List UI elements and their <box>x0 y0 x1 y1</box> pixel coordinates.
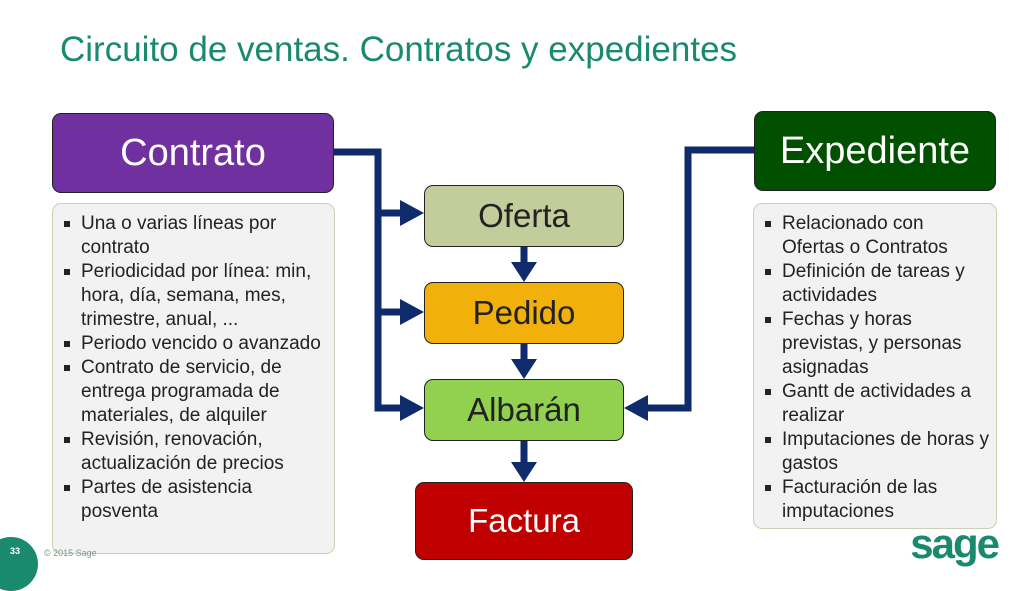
list-item: Periodo vencido o avanzado <box>61 332 328 356</box>
sage-logo: sage <box>910 520 1000 567</box>
list-item: Fechas y horas previstas, y personas asi… <box>762 308 990 380</box>
arrowhead-to-factura-down <box>511 462 537 482</box>
flow-connectors <box>334 146 754 482</box>
oferta-label: Oferta <box>478 197 570 234</box>
connector-contrato-trunk <box>334 148 402 412</box>
list-item: Facturación de las imputaciones <box>762 476 990 524</box>
contrato-details-panel: Una o varias líneas por contrato Periodi… <box>52 203 335 554</box>
contrato-label: Contrato <box>120 131 266 174</box>
factura-label: Factura <box>468 502 580 539</box>
arrowhead-to-pedido <box>400 299 424 325</box>
list-item: Partes de asistencia posventa <box>61 476 328 524</box>
pedido-box: Pedido <box>424 282 624 344</box>
arrowhead-to-albaran-down <box>511 359 537 379</box>
factura-box: Factura <box>415 482 633 560</box>
list-item: Definición de tareas y actividades <box>762 260 990 308</box>
expediente-label: Expediente <box>779 129 971 172</box>
arrowhead-to-albaran-left <box>400 395 424 421</box>
list-item: Revisión, renovación, actualización de p… <box>61 428 328 476</box>
list-item: Imputaciones de horas y gastos <box>762 428 990 476</box>
copyright-text: © 2015 Sage <box>44 548 97 558</box>
list-item: Una o varias líneas por contrato <box>61 212 328 260</box>
page-number: 33 <box>9 546 20 556</box>
arrowhead-to-albaran-right <box>624 395 648 421</box>
contrato-box: Contrato <box>52 113 334 193</box>
albaran-label: Albarán <box>467 391 581 428</box>
expediente-details-list: Relacionado con Ofertas o Contratos Defi… <box>762 212 990 524</box>
expediente-box: Expediente <box>754 111 996 191</box>
list-item: Contrato de servicio, de entrega program… <box>61 356 328 428</box>
contrato-details-list: Una o varias líneas por contrato Periodi… <box>61 212 328 524</box>
expediente-details-panel: Relacionado con Ofertas o Contratos Defi… <box>753 203 997 529</box>
albaran-box: Albarán <box>424 379 624 441</box>
oferta-box: Oferta <box>424 185 624 247</box>
list-item: Periodicidad por línea: min, hora, día, … <box>61 260 328 332</box>
arrowhead-to-oferta <box>400 200 424 226</box>
slide-title: Circuito de ventas. Contratos y expedien… <box>60 30 738 69</box>
list-item: Relacionado con Ofertas o Contratos <box>762 212 990 260</box>
connector-expediente-albaran <box>646 146 754 412</box>
pedido-label: Pedido <box>472 294 576 331</box>
arrowhead-to-pedido-down <box>511 262 537 282</box>
list-item: Gantt de actividades a realizar <box>762 380 990 428</box>
